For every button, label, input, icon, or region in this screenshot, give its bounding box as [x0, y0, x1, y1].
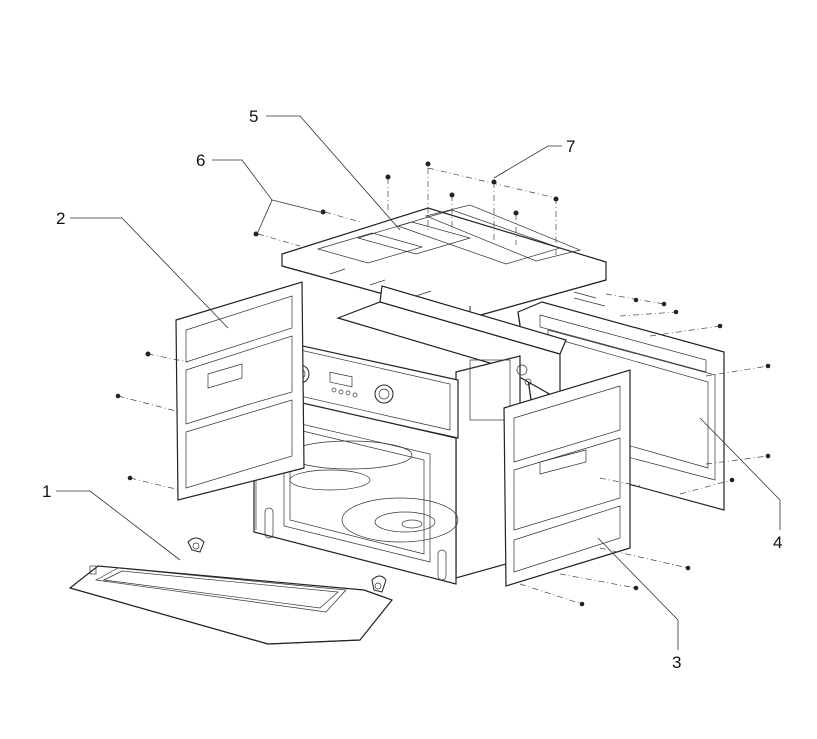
door-part: [68, 537, 393, 645]
callout-5: 5: [249, 107, 258, 126]
leader-lines: [56, 115, 781, 650]
callout-3: 3: [672, 653, 681, 672]
callouts: 1 2 3 4 5 6 7: [42, 107, 782, 672]
top-screws-part: [385, 161, 559, 255]
callout-1: 1: [42, 482, 51, 501]
callout-7: 7: [566, 137, 575, 156]
left-side-panel-part: [115, 281, 305, 501]
callout-4: 4: [773, 533, 782, 552]
top-cover-part: [281, 204, 607, 319]
right-side-panel-part: [503, 369, 691, 607]
callout-6: 6: [196, 151, 205, 170]
callout-2: 2: [56, 209, 65, 228]
side-screws-part: [253, 209, 361, 247]
